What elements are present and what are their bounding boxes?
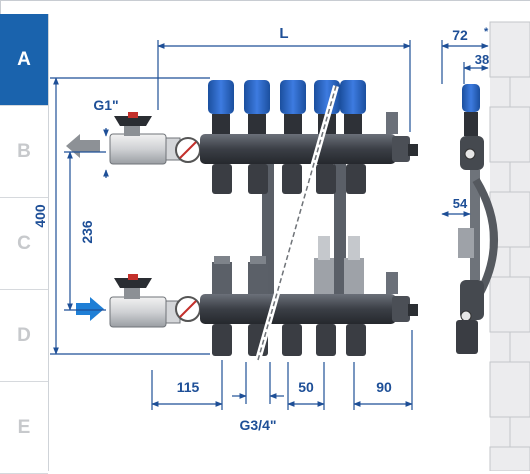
break-line-band	[255, 85, 339, 361]
outlet-fittings	[212, 164, 366, 356]
return-manifold-bar	[200, 134, 396, 164]
supply-manifold-bar	[200, 294, 396, 324]
dim-inlet-size-label: G1"	[93, 97, 118, 113]
end-caps	[386, 112, 418, 322]
supply-flow-arrow	[76, 297, 104, 321]
dim-height-total-label: 400	[32, 204, 48, 228]
tab-b[interactable]: B	[0, 106, 48, 198]
tab-d[interactable]: D	[0, 290, 48, 382]
dim-width-top-label: 72	[452, 27, 468, 43]
dim-width-top-mark: *	[484, 26, 489, 38]
return-flow-arrow	[66, 134, 100, 158]
bracket-right	[334, 164, 346, 294]
dim-spacing-outlet-label: 50	[298, 379, 314, 395]
dim-height-axis-label: 236	[79, 220, 95, 244]
flow-meter-row	[212, 236, 364, 294]
tab-c[interactable]: C	[0, 198, 48, 290]
side-view	[456, 84, 498, 354]
dim-offset-side-label: 54	[453, 196, 468, 211]
tab-e[interactable]: E	[0, 382, 48, 474]
dim-outlet-thread-label: G3/4"	[240, 417, 277, 433]
top-ball-valve	[109, 112, 181, 165]
section-tabs: A B C D E	[0, 14, 49, 474]
dim-length-label: L	[279, 25, 288, 42]
tab-a[interactable]: A	[0, 14, 48, 106]
dim-spacing-right-label: 90	[376, 379, 392, 395]
dim-spacing-left-label: 115	[177, 379, 200, 395]
thermometer-bottom	[175, 296, 201, 322]
thermometer-top	[175, 137, 201, 163]
bottom-ball-valve	[109, 274, 181, 328]
dim-width-mid-label: 38	[475, 52, 489, 67]
dimension-lines	[50, 40, 489, 410]
actuator-row	[208, 80, 366, 134]
